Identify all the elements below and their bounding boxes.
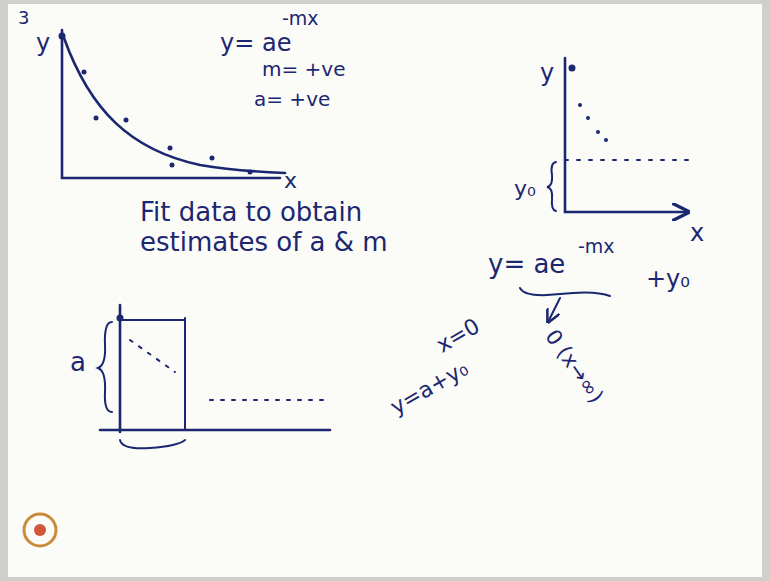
axes [100, 305, 330, 432]
bracket-label: a [70, 348, 86, 378]
equation: y= ae [220, 30, 291, 58]
bracket [120, 440, 185, 448]
underbrace [520, 288, 610, 296]
bracket [98, 322, 112, 412]
equation: y=a+y₀ [386, 355, 472, 420]
axis-label: x [284, 168, 297, 193]
page-number: 3 [18, 8, 29, 29]
exponent: -mx [578, 236, 615, 258]
asymptote-line [565, 159, 690, 161]
pointer-arrow [548, 298, 560, 322]
condition-note: x=0 [432, 313, 484, 358]
equation-term: +y₀ [646, 266, 690, 294]
bracket [547, 162, 556, 211]
data-trend [130, 340, 330, 400]
condition-note: a= +ve [254, 88, 330, 111]
axes [565, 58, 688, 212]
condition-note: m= +ve [262, 58, 346, 81]
axis-label: x [690, 220, 704, 248]
decay-curve [64, 38, 285, 173]
axis-label: y [540, 60, 554, 88]
logo-emblem [24, 514, 56, 546]
note-text: Fit data to obtain estimates of a & m [140, 198, 440, 258]
data-points [59, 33, 609, 322]
offset-label: y₀ [514, 176, 536, 201]
guide-line [120, 318, 185, 430]
axis-label: y [36, 30, 50, 58]
exponent: -mx [282, 8, 319, 30]
limit-note: 0 (x→∞) [540, 325, 608, 408]
equation: y= ae [488, 250, 565, 280]
